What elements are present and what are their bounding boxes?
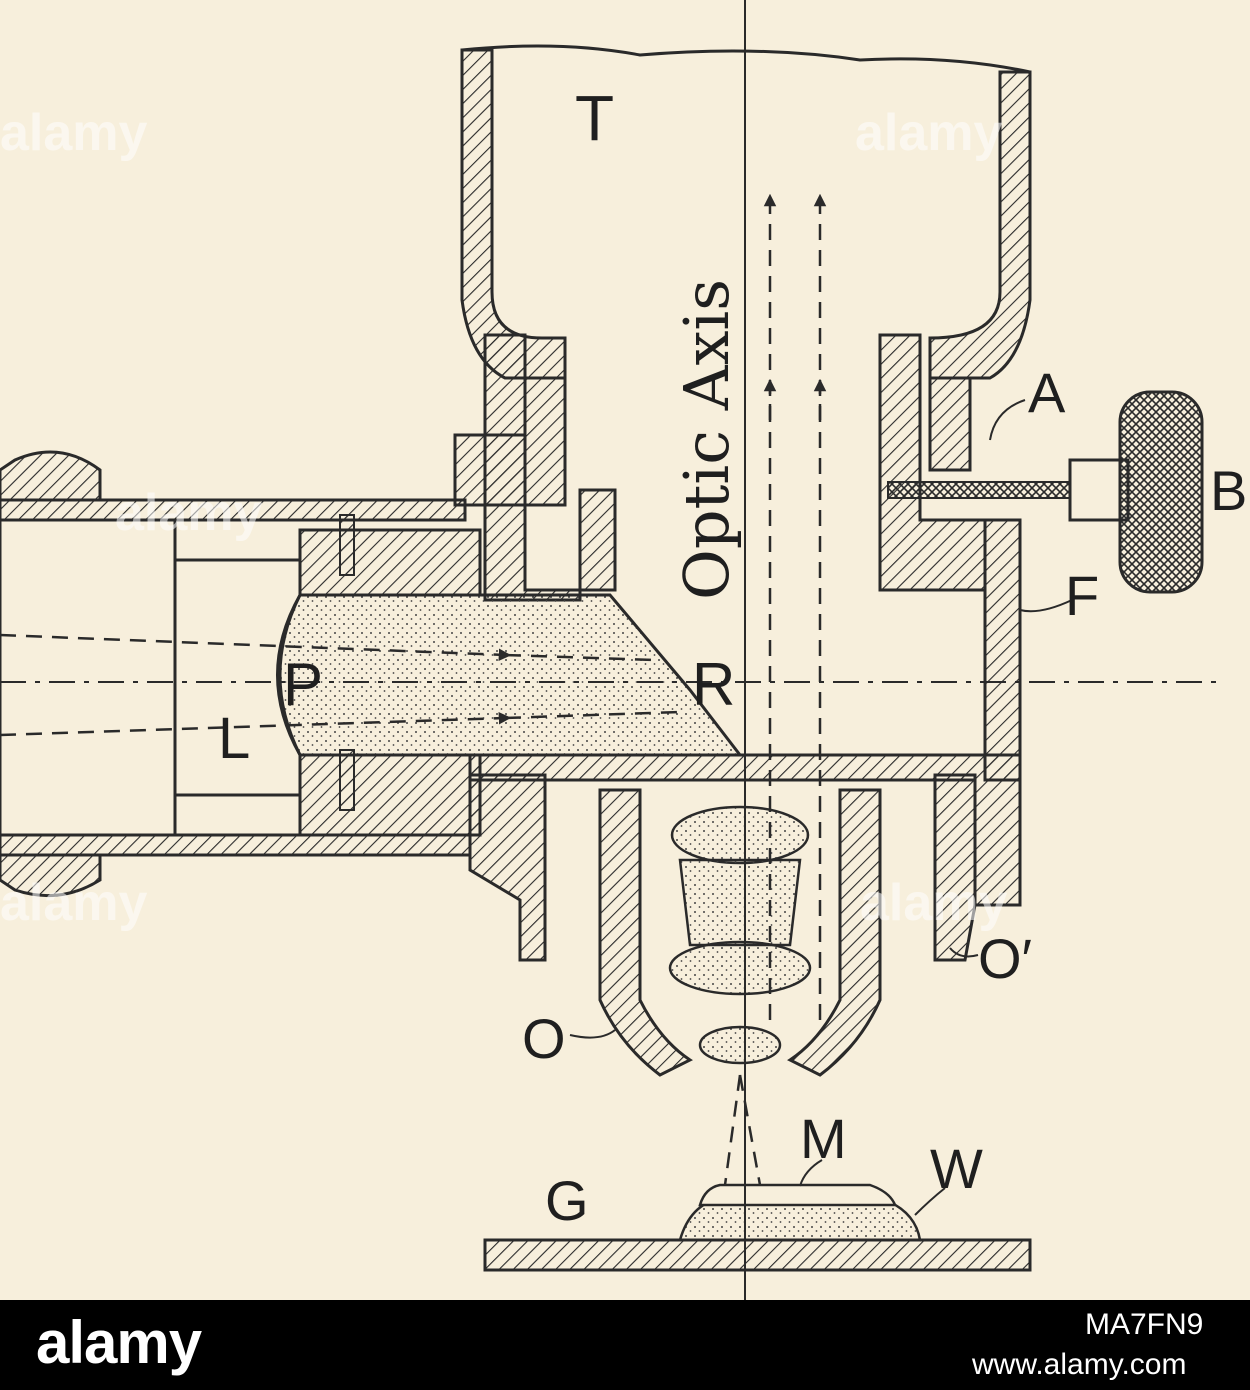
tube-wall-left bbox=[460, 48, 567, 380]
stage bbox=[483, 1183, 1032, 1272]
svg-text:alamy: alamy bbox=[860, 874, 1008, 932]
light-paths bbox=[0, 193, 827, 1186]
label-O: O bbox=[522, 1007, 566, 1070]
label-M: M bbox=[800, 1107, 847, 1170]
label-L: L bbox=[218, 706, 250, 771]
watermarks: alamy alamy alamy alamy alamy bbox=[0, 104, 1008, 932]
frame-right bbox=[983, 518, 1022, 782]
objective-lenses bbox=[668, 805, 812, 1065]
objective-right bbox=[787, 788, 882, 1077]
tube-neck-left bbox=[523, 376, 567, 507]
alamy-logo: alamy bbox=[36, 1309, 202, 1376]
leader-lines bbox=[569, 399, 1073, 1216]
microscope-diagram: T A B F P R L O′ O M G W Optic Axis alam… bbox=[0, 0, 1250, 1300]
label-G: G bbox=[545, 1169, 589, 1232]
label-A: A bbox=[1028, 361, 1066, 424]
lateral-housing-bottom bbox=[0, 833, 472, 857]
label-O-prime: O′ bbox=[978, 927, 1032, 990]
svg-text:alamy: alamy bbox=[115, 484, 263, 542]
optic-axis-label: Optic Axis bbox=[670, 279, 743, 600]
svg-text:alamy: alamy bbox=[0, 104, 148, 162]
thumbscrew-B bbox=[887, 390, 1204, 594]
labels: T A B F P R L O′ O M G W Optic Axis bbox=[218, 82, 1247, 1232]
prism-holder-bottom bbox=[298, 753, 482, 837]
lateral-rim-top bbox=[0, 450, 102, 502]
svg-text:alamy: alamy bbox=[855, 104, 1003, 162]
prism-lens-L bbox=[276, 594, 302, 756]
screws bbox=[339, 514, 355, 811]
tube-top-edge bbox=[461, 44, 1031, 74]
label-T: T bbox=[575, 82, 614, 154]
objective-left bbox=[598, 788, 693, 1077]
site-url: www.alamy.com bbox=[972, 1348, 1187, 1381]
tube-neck-right bbox=[928, 376, 972, 472]
lateral-rim-bottom bbox=[0, 853, 102, 898]
nosepiece-right bbox=[933, 773, 977, 962]
svg-text:alamy: alamy bbox=[0, 874, 148, 932]
lateral-tube-inner bbox=[0, 518, 300, 837]
specimen-M bbox=[698, 1183, 897, 1207]
nosepiece-left bbox=[468, 773, 547, 962]
prism-holder-top bbox=[298, 528, 482, 597]
stage-G bbox=[483, 1238, 1032, 1272]
label-F: F bbox=[1065, 564, 1099, 627]
label-P: P bbox=[283, 651, 323, 718]
image-id: MA7FN9 bbox=[1085, 1308, 1204, 1341]
label-W: W bbox=[930, 1137, 983, 1200]
label-B: B bbox=[1210, 459, 1247, 522]
label-R: R bbox=[692, 651, 735, 718]
watermark-footer: alamy MA7FN9 www.alamy.com bbox=[0, 1300, 1250, 1390]
